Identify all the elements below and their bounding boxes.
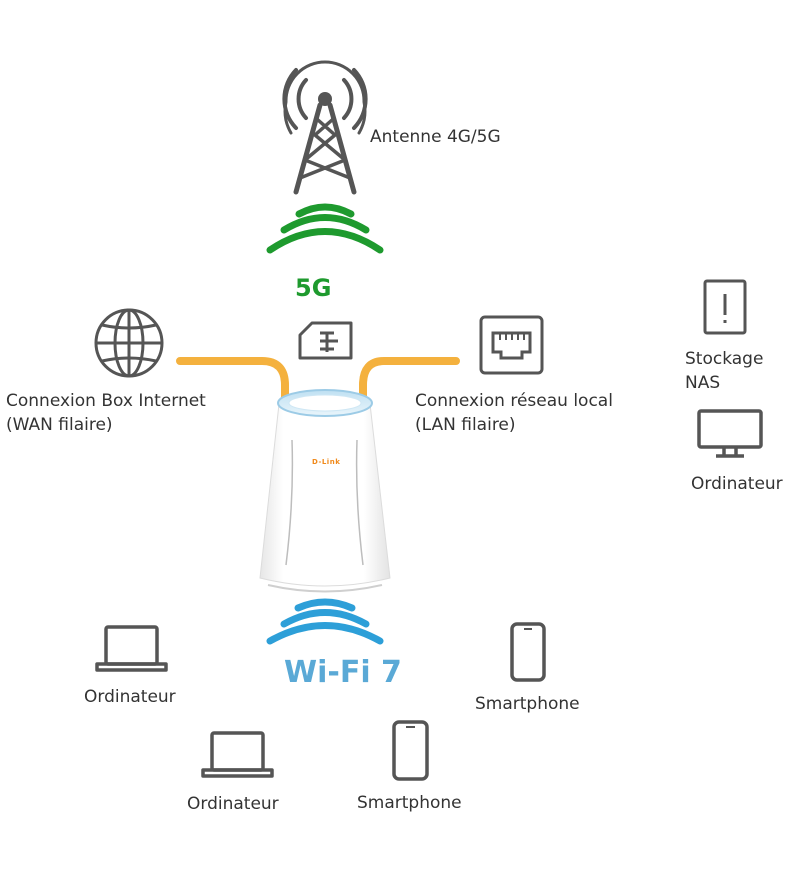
wifi-label: Wi-Fi 7 (284, 655, 402, 690)
antenna-label: Antenne 4G/5G (370, 127, 501, 147)
cable-lan (359, 357, 460, 402)
router-device (259, 389, 391, 593)
phone-bottom-label: Smartphone (357, 793, 462, 813)
antenna-tower-icon (282, 60, 368, 195)
laptop-left-label: Ordinateur (84, 687, 176, 707)
laptop-icon (201, 731, 274, 778)
monitor-icon (697, 409, 763, 458)
nas-storage-icon (703, 279, 747, 335)
laptop-bottom-label: Ordinateur (187, 794, 279, 814)
globe-icon (94, 308, 164, 378)
sim-card-icon (298, 321, 353, 360)
wifi-signal-icon (266, 598, 384, 645)
nas-label-line1: Stockage (685, 349, 764, 369)
5g-signal-icon (266, 203, 384, 254)
wan-label-line1: Connexion Box Internet (6, 391, 206, 411)
lan-label-line1: Connexion réseau local (415, 391, 613, 411)
wan-label-line2: (WAN filaire) (6, 415, 113, 435)
phone-right-label: Smartphone (475, 694, 580, 714)
nas-label-line2: NAS (685, 373, 721, 393)
lan-label-line2: (LAN filaire) (415, 415, 516, 435)
router-brand-logo: D-Link (312, 458, 341, 466)
computer-right-label: Ordinateur (691, 474, 783, 494)
5g-label: 5G (295, 274, 332, 302)
ethernet-port-icon (479, 315, 544, 375)
smartphone-icon (510, 622, 546, 682)
laptop-icon (95, 625, 168, 672)
cable-wan (176, 357, 289, 402)
smartphone-icon (392, 720, 429, 781)
